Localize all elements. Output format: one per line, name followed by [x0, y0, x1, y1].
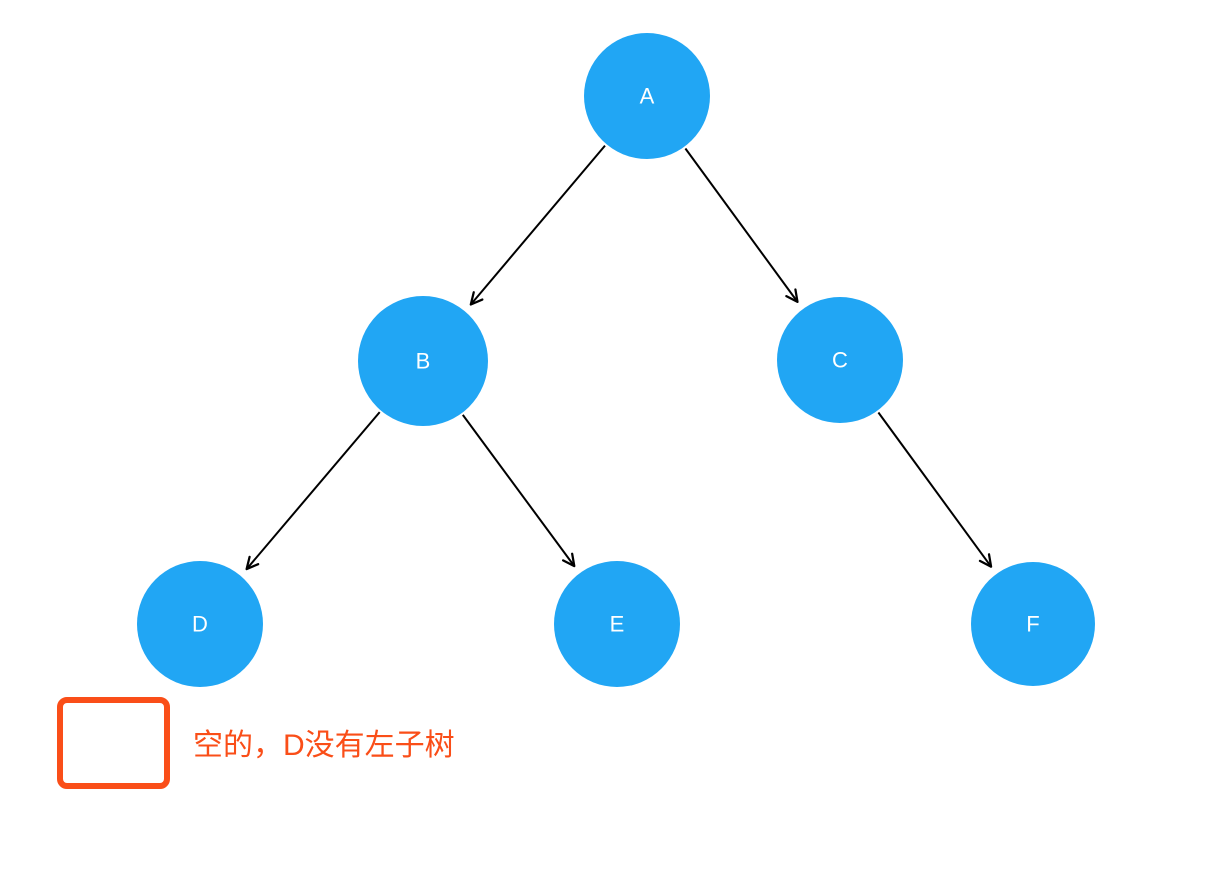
tree-edge-A-B [469, 144, 606, 306]
tree-node-circle-B [358, 296, 488, 426]
tree-node-F: F [971, 562, 1095, 686]
legend-label: 空的，D没有左子树 [193, 729, 455, 762]
tree-node-C: C [777, 297, 903, 423]
tree-edge-A-C [684, 147, 799, 304]
edges-layer [245, 144, 993, 571]
tree-node-A: A [584, 33, 710, 159]
tree-node-circle-E [554, 561, 680, 687]
tree-node-B: B [358, 296, 488, 426]
tree-node-label-B: B [416, 349, 431, 374]
tree-node-circle-F [971, 562, 1095, 686]
tree-edge-B-D [245, 411, 381, 571]
tree-node-circle-A [584, 33, 710, 159]
tree-edge-C-F [877, 411, 993, 568]
tree-node-D: D [137, 561, 263, 687]
tree-edge-B-E [461, 414, 576, 568]
nodes-layer: A B C D E F [137, 33, 1095, 687]
tree-node-circle-C [777, 297, 903, 423]
tree-node-E: E [554, 561, 680, 687]
tree-node-label-A: A [640, 84, 655, 109]
tree-node-label-C: C [832, 348, 848, 373]
tree-node-circle-D [137, 561, 263, 687]
empty-left-subtree-box [57, 697, 170, 789]
tree-node-label-F: F [1026, 612, 1039, 637]
tree-node-label-D: D [192, 612, 208, 637]
tree-node-label-E: E [610, 612, 625, 637]
